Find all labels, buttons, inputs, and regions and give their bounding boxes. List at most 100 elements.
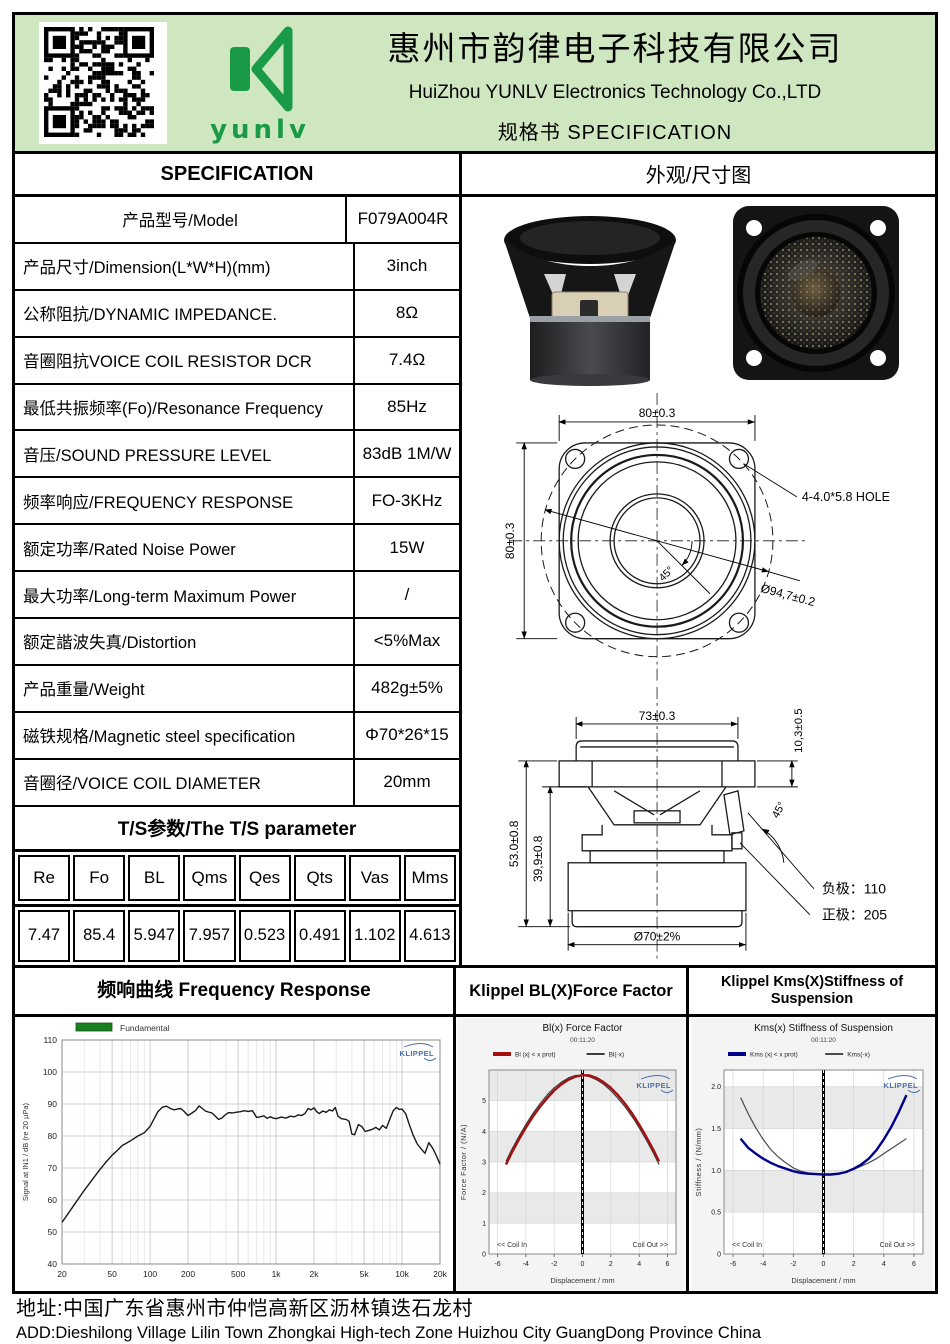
- svg-text:0: 0: [822, 1261, 826, 1268]
- spec-row: 产品型号/Model F079A004R: [15, 197, 459, 244]
- spec-label: 最大功率/Long-term Maximum Power: [15, 572, 355, 618]
- dim-front-height: 80±0.3: [503, 522, 517, 559]
- svg-text:-6: -6: [494, 1261, 500, 1268]
- svg-text:4: 4: [882, 1261, 886, 1268]
- svg-text:100: 100: [43, 1067, 57, 1077]
- product-photos: [462, 197, 935, 389]
- svg-text:1.0: 1.0: [711, 1168, 721, 1175]
- svg-text:20k: 20k: [433, 1269, 447, 1279]
- spec-label: 音压/SOUND PRESSURE LEVEL: [15, 431, 355, 477]
- svg-text:2: 2: [852, 1261, 856, 1268]
- svg-text:Bl (x| < x prot): Bl (x| < x prot): [515, 1052, 556, 1059]
- spec-label: 产品型号/Model: [15, 197, 347, 242]
- svg-text:6: 6: [666, 1261, 670, 1268]
- ts-value-cell: 1.102: [348, 909, 401, 962]
- svg-text:50: 50: [48, 1227, 58, 1237]
- svg-text:-4: -4: [760, 1261, 766, 1268]
- svg-text:-2: -2: [790, 1261, 796, 1268]
- svg-text:Coil Out >>: Coil Out >>: [633, 1242, 668, 1249]
- svg-text:10k: 10k: [395, 1269, 409, 1279]
- spec-label: 产品尺寸/Dimension(L*W*H)(mm): [15, 243, 355, 289]
- svg-text:1: 1: [482, 1221, 486, 1228]
- spec-value: F079A004R: [357, 209, 449, 229]
- spec-sheet-page: yunlv 惠州市韵律电子科技有限公司 HuiZhou YUNLV Electr…: [12, 12, 938, 1294]
- address-en: ADD:Dieshilong Village Lilin Town Zhongk…: [16, 1324, 762, 1342]
- svg-text:3: 3: [482, 1160, 486, 1167]
- header-titles: 惠州市韵律电子科技有限公司 HuiZhou YUNLV Electronics …: [325, 22, 935, 145]
- svg-text:40: 40: [48, 1259, 58, 1269]
- svg-text:1k: 1k: [272, 1269, 282, 1279]
- svg-text:Displacement / mm: Displacement / mm: [550, 1276, 614, 1285]
- dim-side-angle: 45°: [770, 800, 788, 820]
- svg-text:KLIPPEL: KLIPPEL: [637, 1081, 671, 1090]
- svg-text:4: 4: [482, 1129, 486, 1136]
- svg-text:50: 50: [107, 1269, 117, 1279]
- svg-text:<< Coil In: << Coil In: [497, 1242, 527, 1249]
- footer-address: 地址:中国广东省惠州市仲恺高新区沥林镇迭石龙村 ADD:Dieshilong V…: [16, 1292, 936, 1343]
- bl-force-factor-header: Klippel BL(X)Force Factor: [456, 968, 686, 1017]
- svg-text:Coil Out >>: Coil Out >>: [880, 1242, 915, 1249]
- svg-text:-4: -4: [523, 1261, 529, 1268]
- svg-text:Bl(x) Force Factor: Bl(x) Force Factor: [542, 1023, 623, 1034]
- spec-row: 额定諧波失真/Distortion<5%Max: [15, 619, 459, 666]
- svg-text:60: 60: [48, 1195, 58, 1205]
- svg-text:Fundamental: Fundamental: [120, 1023, 170, 1033]
- svg-text:Kms(x) Stiffness of Suspension: Kms(x) Stiffness of Suspension: [754, 1023, 893, 1034]
- ts-value-cell: 7.47: [18, 909, 71, 962]
- ts-header-cell: Qts: [293, 854, 346, 901]
- front-dimension-drawing: 80±0.3 80±0.3 4-4.0*5.8 HOLE Ø94,7±0.2 4…: [503, 392, 890, 681]
- ts-value-cell: 4.613: [403, 909, 456, 962]
- spec-value: 85Hz: [387, 397, 427, 416]
- svg-text:<< Coil In: << Coil In: [732, 1242, 762, 1249]
- svg-text:0: 0: [717, 1252, 721, 1259]
- chart-legend: Kms (x| < x prot) Kms(-x): [728, 1052, 870, 1059]
- klippel-watermark: KLIPPEL: [884, 1075, 921, 1093]
- spec-value: 15W: [389, 537, 425, 557]
- svg-text:0.5: 0.5: [711, 1210, 721, 1217]
- brand-logo: yunlv: [195, 21, 325, 145]
- svg-text:110: 110: [43, 1035, 57, 1045]
- svg-text:2.0: 2.0: [711, 1084, 721, 1091]
- ts-header-cell: BL: [128, 854, 181, 901]
- svg-text:1.5: 1.5: [711, 1126, 721, 1133]
- kms-stiffness-header: Klippel Kms(X)Stiffness of Suspension: [689, 968, 935, 1017]
- spec-value: 7.4Ω: [388, 350, 426, 370]
- dim-front-bolt-circle: Ø94,7±0.2: [759, 581, 817, 609]
- spec-label: 频率响应/FREQUENCY RESPONSE: [15, 478, 355, 524]
- spec-label: 额定功率/Rated Noise Power: [15, 525, 355, 571]
- spec-row: 额定功率/Rated Noise Power 15W: [15, 525, 459, 573]
- spec-value: FO-3KHz: [371, 490, 443, 510]
- dim-side-total-height: 53.0±0.8: [507, 821, 521, 868]
- klippel-watermark: KLIPPEL: [400, 1043, 437, 1061]
- spec-value: Φ70*26*15: [365, 725, 449, 745]
- speaker-logo-icon: [230, 26, 293, 112]
- svg-text:Kms (x| < x prot): Kms (x| < x prot): [750, 1052, 798, 1059]
- drawing-column: 外观/尺寸图: [462, 154, 935, 965]
- spec-label: 额定諧波失真/Distortion: [15, 619, 355, 664]
- spec-value: 8Ω: [395, 303, 419, 323]
- ts-value-cell: 85.4: [73, 909, 126, 962]
- label-negative-terminal: 负极：110: [822, 881, 886, 897]
- dim-side-flange: 10,3±0.5: [793, 709, 805, 754]
- header-band: yunlv 惠州市韵律电子科技有限公司 HuiZhou YUNLV Electr…: [15, 15, 935, 154]
- svg-text:Kms(-x): Kms(-x): [847, 1052, 870, 1059]
- ts-header-cell: Fo: [73, 854, 126, 901]
- spec-row: 最大功率/Long-term Maximum Power/: [15, 572, 459, 620]
- series-curve: [739, 1094, 908, 1176]
- dim-front-width: 80±0.3: [639, 406, 676, 420]
- svg-text:70: 70: [48, 1163, 58, 1173]
- qr-code: [39, 22, 167, 144]
- chart-legend: Bl (x| < x prot)Bl(-x): [493, 1052, 624, 1059]
- svg-text:KLIPPEL: KLIPPEL: [884, 1081, 918, 1090]
- ts-header-cell: Qms: [183, 854, 236, 901]
